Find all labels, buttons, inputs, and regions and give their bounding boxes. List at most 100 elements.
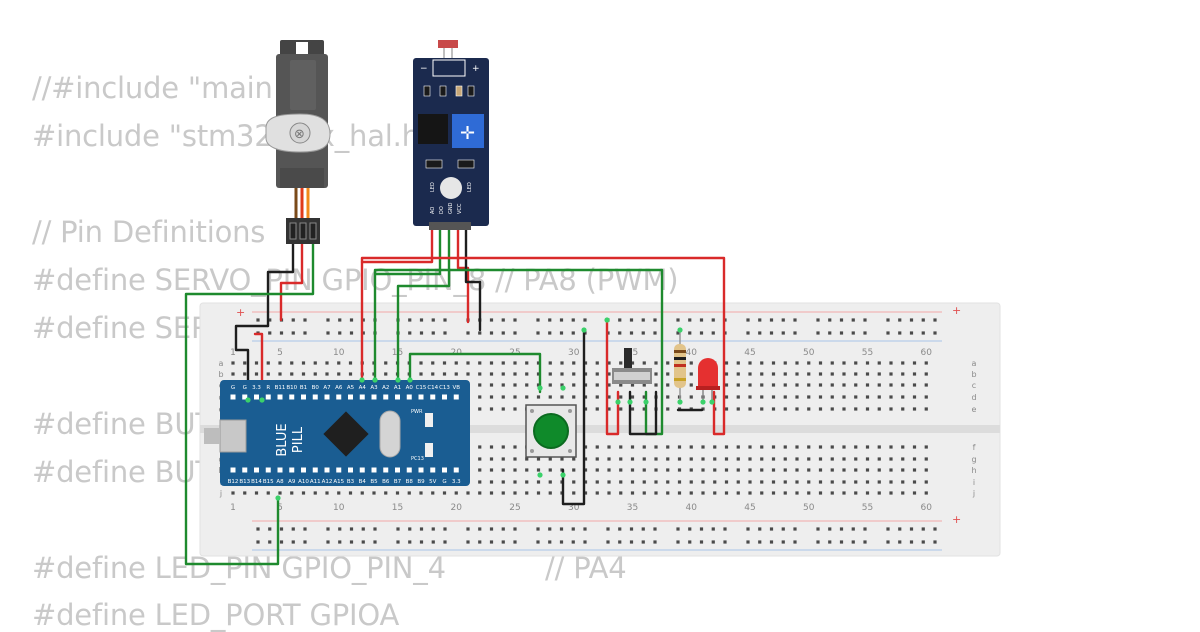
breadboard-hole xyxy=(736,361,740,365)
smd-component xyxy=(425,159,443,169)
breadboard-hole xyxy=(278,491,282,495)
breadboard-hole xyxy=(677,468,682,472)
breadboard-hole xyxy=(689,445,693,449)
breadboard-hole xyxy=(583,445,588,449)
breadboard: + + + 5510101515202025253030353540404545… xyxy=(199,302,1001,557)
breadboard-hole xyxy=(408,331,412,335)
breadboard-hole xyxy=(783,468,787,472)
breadboard-hole xyxy=(489,407,494,411)
breadboard-hole xyxy=(431,361,435,365)
pill-pin-label: B15 xyxy=(263,479,274,485)
pill-pin xyxy=(324,394,330,400)
breadboard-hole xyxy=(501,395,505,399)
breadboard-hole xyxy=(325,372,329,376)
breadboard-hole xyxy=(348,372,353,376)
pill-pin xyxy=(383,467,389,473)
breadboard-hole xyxy=(793,331,797,335)
breadboard-hole xyxy=(454,361,458,365)
breadboard-hole xyxy=(724,372,729,376)
breadboard-hole xyxy=(807,491,811,495)
button-cap[interactable] xyxy=(533,413,569,449)
breadboard-hole xyxy=(254,491,259,495)
breadboard-hole xyxy=(501,383,505,387)
breadboard-hole xyxy=(478,383,482,387)
slide-switch[interactable] xyxy=(612,348,652,384)
code-line-led-pin: #define LED_PIN GPIO_PIN_4 // PA4 xyxy=(32,551,627,585)
breadboard-hole xyxy=(842,395,846,399)
pill-pin-label: A4 xyxy=(359,385,367,391)
breadboard-hole xyxy=(572,361,576,365)
breadboard-hole xyxy=(291,331,295,335)
pill-pin-label: R xyxy=(266,385,270,391)
breadboard-hole xyxy=(830,480,834,484)
breadboard-hole xyxy=(466,491,470,495)
breadboard-hole xyxy=(630,480,635,484)
breadboard-hole xyxy=(442,372,447,376)
row-letter: a xyxy=(219,359,224,368)
breadboard-hole xyxy=(642,480,646,484)
breadboard-hole xyxy=(711,331,715,335)
connection-point xyxy=(245,397,251,403)
ldr-terminal xyxy=(432,59,466,77)
code-line-pin-definitions: // Pin Definitions xyxy=(32,215,266,249)
connection-point xyxy=(407,377,413,383)
pill-pin-label: A12 xyxy=(322,479,333,485)
breadboard-hole xyxy=(677,457,682,461)
switch-lever[interactable] xyxy=(624,348,632,368)
breadboard-hole xyxy=(290,372,294,376)
wire-ldr-gnd-rail xyxy=(464,226,482,332)
switch-track xyxy=(614,372,650,380)
breadboard-hole xyxy=(243,361,247,365)
smd-component xyxy=(467,85,475,97)
breadboard-hole xyxy=(666,407,670,411)
breadboard-hole xyxy=(909,318,914,322)
breadboard-hole xyxy=(724,407,729,411)
breadboard-hole xyxy=(854,372,858,376)
breadboard-hole xyxy=(419,527,424,531)
breadboard-hole xyxy=(454,372,458,376)
rail-plus-label-right: + xyxy=(952,304,961,317)
breadboard-hole xyxy=(771,457,776,461)
breadboard-hole xyxy=(489,468,494,472)
pill-pin-label: B12 xyxy=(228,479,239,485)
breadboard-hole xyxy=(431,372,435,376)
breadboard-hole xyxy=(548,331,552,335)
breadboard-hole xyxy=(630,383,635,387)
connection-point xyxy=(275,495,281,501)
breadboard-hole xyxy=(886,318,890,322)
breadboard-hole xyxy=(548,468,552,472)
breadboard-hole xyxy=(419,361,423,365)
breadboard-hole xyxy=(760,468,764,472)
breadboard-hole xyxy=(839,331,844,335)
breadboard-hole xyxy=(830,468,834,472)
wire-switch-vcc xyxy=(605,318,620,436)
breadboard-hole xyxy=(760,361,764,365)
wire-green-to-button xyxy=(408,352,542,394)
breadboard-hole xyxy=(818,445,823,449)
breadboard-hole xyxy=(795,457,799,461)
breadboard-hole xyxy=(629,540,634,544)
connector-pin xyxy=(289,222,297,240)
pc13-label: PC13 xyxy=(411,456,424,462)
breadboard-hole xyxy=(666,445,670,449)
breadboard-hole xyxy=(619,491,623,495)
breadboard-hole xyxy=(630,361,635,365)
breadboard-hole xyxy=(571,527,575,531)
column-number: 5 xyxy=(277,348,283,358)
pill-pin-label: B13 xyxy=(239,479,250,485)
breadboard-hole xyxy=(548,361,552,365)
pill-pin-label: A1 xyxy=(394,385,401,391)
breadboard-hole xyxy=(886,527,890,531)
breadboard-hole xyxy=(736,407,740,411)
column-number: 15 xyxy=(392,503,403,513)
breadboard-hole xyxy=(818,480,823,484)
row-letter: i xyxy=(973,478,975,487)
wire-green-to-switch xyxy=(373,268,664,436)
breadboard-hole xyxy=(254,361,259,365)
breadboard-hole xyxy=(501,457,505,461)
breadboard-hole xyxy=(736,395,740,399)
breadboard-hole xyxy=(771,361,776,365)
push-button[interactable] xyxy=(525,404,577,458)
breadboard-hole xyxy=(325,491,329,495)
